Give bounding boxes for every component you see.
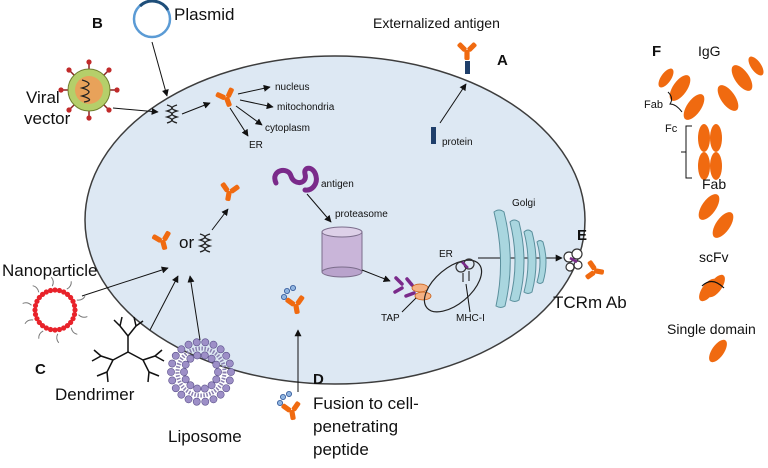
fab-icon [698,194,734,238]
liposome-icon [167,338,235,406]
er-membrane [423,259,483,313]
fusion-label-1: Fusion to cell- [313,394,419,413]
arrow-protein-to-surface [439,83,467,124]
mhc-pointer-line [465,283,471,313]
proteasome-icon [321,226,363,278]
igg-label: IgG [698,43,721,59]
tap-pointer-line [401,297,417,313]
er-label-top: ER [249,140,263,151]
single-domain-label: Single domain [667,321,756,337]
fab-pointer-label: Fab [644,99,663,111]
igg-icon [658,56,764,180]
surface-mhc-icon [563,248,583,272]
nanoparticle-icon [22,276,88,344]
tcrm-antibody-icon [584,259,606,283]
arrow-plasmid-to-dna [151,41,169,97]
mitochondria-label: mitochondria [277,102,335,113]
tap-label: TAP [381,313,400,324]
panel-label-e: E [577,227,588,244]
fusion-label-2: penetrating [313,417,399,436]
er-label-mid: ER [439,249,453,260]
dendrimer-icon [91,316,165,383]
viral-vector-label-1: Viral [26,88,60,107]
fab-title: Fab [702,176,727,192]
scfv-icon [699,274,725,302]
arrow-dna-to-antibody [181,102,211,115]
single-domain-icon [709,339,727,363]
proteasome-label: proteasome [335,209,388,220]
golgi-label: Golgi [512,198,536,209]
arrow-dendrimer [149,275,179,331]
peptide-fragments-icon [393,276,416,298]
panel-label-f: F [652,43,662,60]
arrow-to-nucleus [237,84,271,95]
arrow-nanoparticle [81,266,169,297]
panel-label-b: B [92,15,103,32]
surface-protein-bar [465,61,470,74]
nucleus-label: nucleus [275,82,310,93]
fusion-antibody-icon-outside [276,390,304,422]
panel-label-d: D [313,371,324,388]
protein-bar [431,127,436,144]
peptide-in-mhc [461,261,469,269]
viral-vector-label-2: vector [24,109,71,128]
externalized-antigen-label: Externalized antigen [373,15,500,31]
plasmid-icon [132,0,172,39]
arrow-liposome [187,275,201,341]
fc-pointer-label: Fc [665,123,678,135]
golgi-icon [493,209,547,308]
cytoplasm-label: cytoplasm [265,123,311,134]
scfv-label: scFv [699,249,729,265]
protein-label: protein [442,137,473,148]
cell-membrane [84,55,586,385]
arrow-to-mitochondria [239,99,274,110]
fab-bracket [667,91,683,113]
viral-vector-icon [58,59,120,121]
tcrm-label: TCRm Ab [553,293,627,312]
panel-label-c: C [35,361,46,378]
arrow-to-er [229,107,249,137]
fusion-antibody-icon-inside [280,284,308,316]
fusion-label-3: peptide [313,440,369,459]
surface-peptide [569,256,578,264]
arrow-proteasome-to-tap [361,269,391,282]
arrow-antigen-to-proteasome [306,193,332,223]
fc-bracket [681,125,692,179]
dendrimer-label: Dendrimer [55,385,135,404]
tap-transporter-icon [411,283,432,301]
arrow-to-cytoplasm [235,105,263,126]
arrow-c-to-antibody [211,208,229,231]
nanoparticle-label: Nanoparticle [2,261,98,280]
mhc-label: MHC-I [456,313,485,324]
or-label: or [179,233,195,252]
arrow-virus-to-dna [112,107,159,115]
antigen-coil [272,165,319,193]
externalized-antibody-icon [456,41,478,60]
liposome-label: Liposome [168,427,242,446]
antigen-label: antigen [321,179,354,190]
plasmid-label: Plasmid [174,5,235,24]
panel-label-a: A [497,52,508,69]
